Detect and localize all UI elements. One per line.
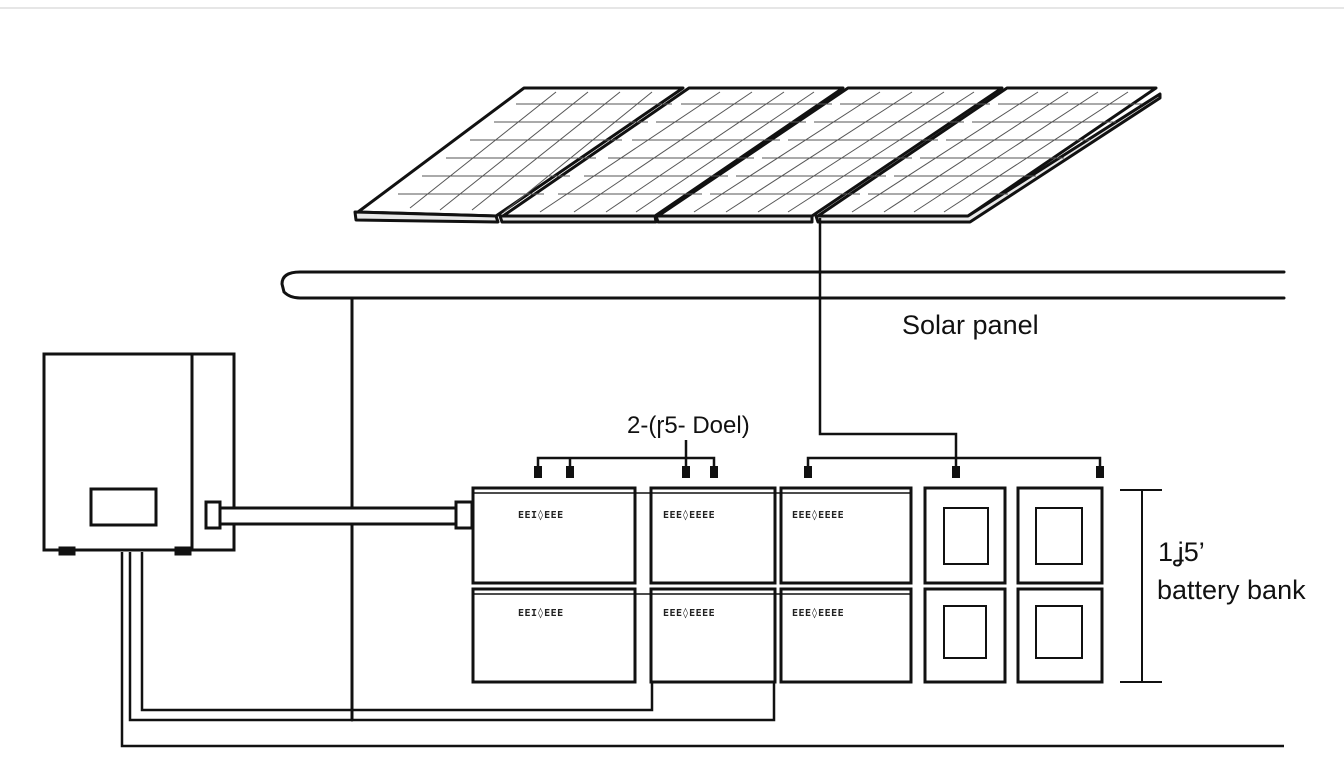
battery-cell bbox=[1016, 587, 1104, 684]
inverter-display bbox=[89, 487, 158, 527]
solar-panel bbox=[814, 86, 1162, 224]
panel-cell-grid bbox=[398, 91, 1142, 213]
terminal-posts bbox=[534, 466, 1104, 478]
battery-bank-label: battery bank bbox=[1157, 575, 1306, 605]
inverter bbox=[42, 352, 236, 556]
panel-feed-wire bbox=[818, 218, 958, 470]
conduit bbox=[218, 500, 474, 530]
battery bbox=[779, 587, 913, 684]
battery-label: EEI◊EEE bbox=[518, 510, 564, 521]
battery bbox=[649, 486, 777, 585]
battery-cell bbox=[1016, 486, 1104, 585]
battery-cell bbox=[923, 587, 1007, 684]
dimension-bracket bbox=[1120, 489, 1162, 683]
terminal-bus bbox=[536, 440, 1102, 470]
battery-label: EEE◊EEEE bbox=[663, 510, 716, 521]
inverter-port bbox=[204, 500, 222, 530]
battery bbox=[471, 587, 637, 684]
battery-bank bbox=[471, 486, 913, 684]
solar-panel bbox=[654, 86, 1004, 224]
solar-panel bbox=[498, 86, 845, 224]
battery-label: EEE◊EEEE bbox=[663, 608, 716, 619]
battery-label: EEE◊EEEE bbox=[792, 510, 845, 521]
battery bbox=[471, 486, 637, 585]
battery bbox=[649, 587, 777, 684]
bank-quantity-label: 1ʝ5’ bbox=[1158, 537, 1205, 567]
solar-panel bbox=[353, 86, 685, 224]
battery-cell bbox=[923, 486, 1007, 585]
solar-panel-label: Solar panel bbox=[902, 310, 1039, 340]
solar-panel-array bbox=[353, 86, 1162, 224]
battery-label: EEE◊EEEE bbox=[792, 608, 845, 619]
battery-label: EEI◊EEE bbox=[518, 608, 564, 619]
small-cells bbox=[923, 486, 1104, 684]
battery bbox=[779, 486, 913, 585]
parallel-note-label: 2-(ɼ5- Doel) bbox=[627, 412, 750, 439]
